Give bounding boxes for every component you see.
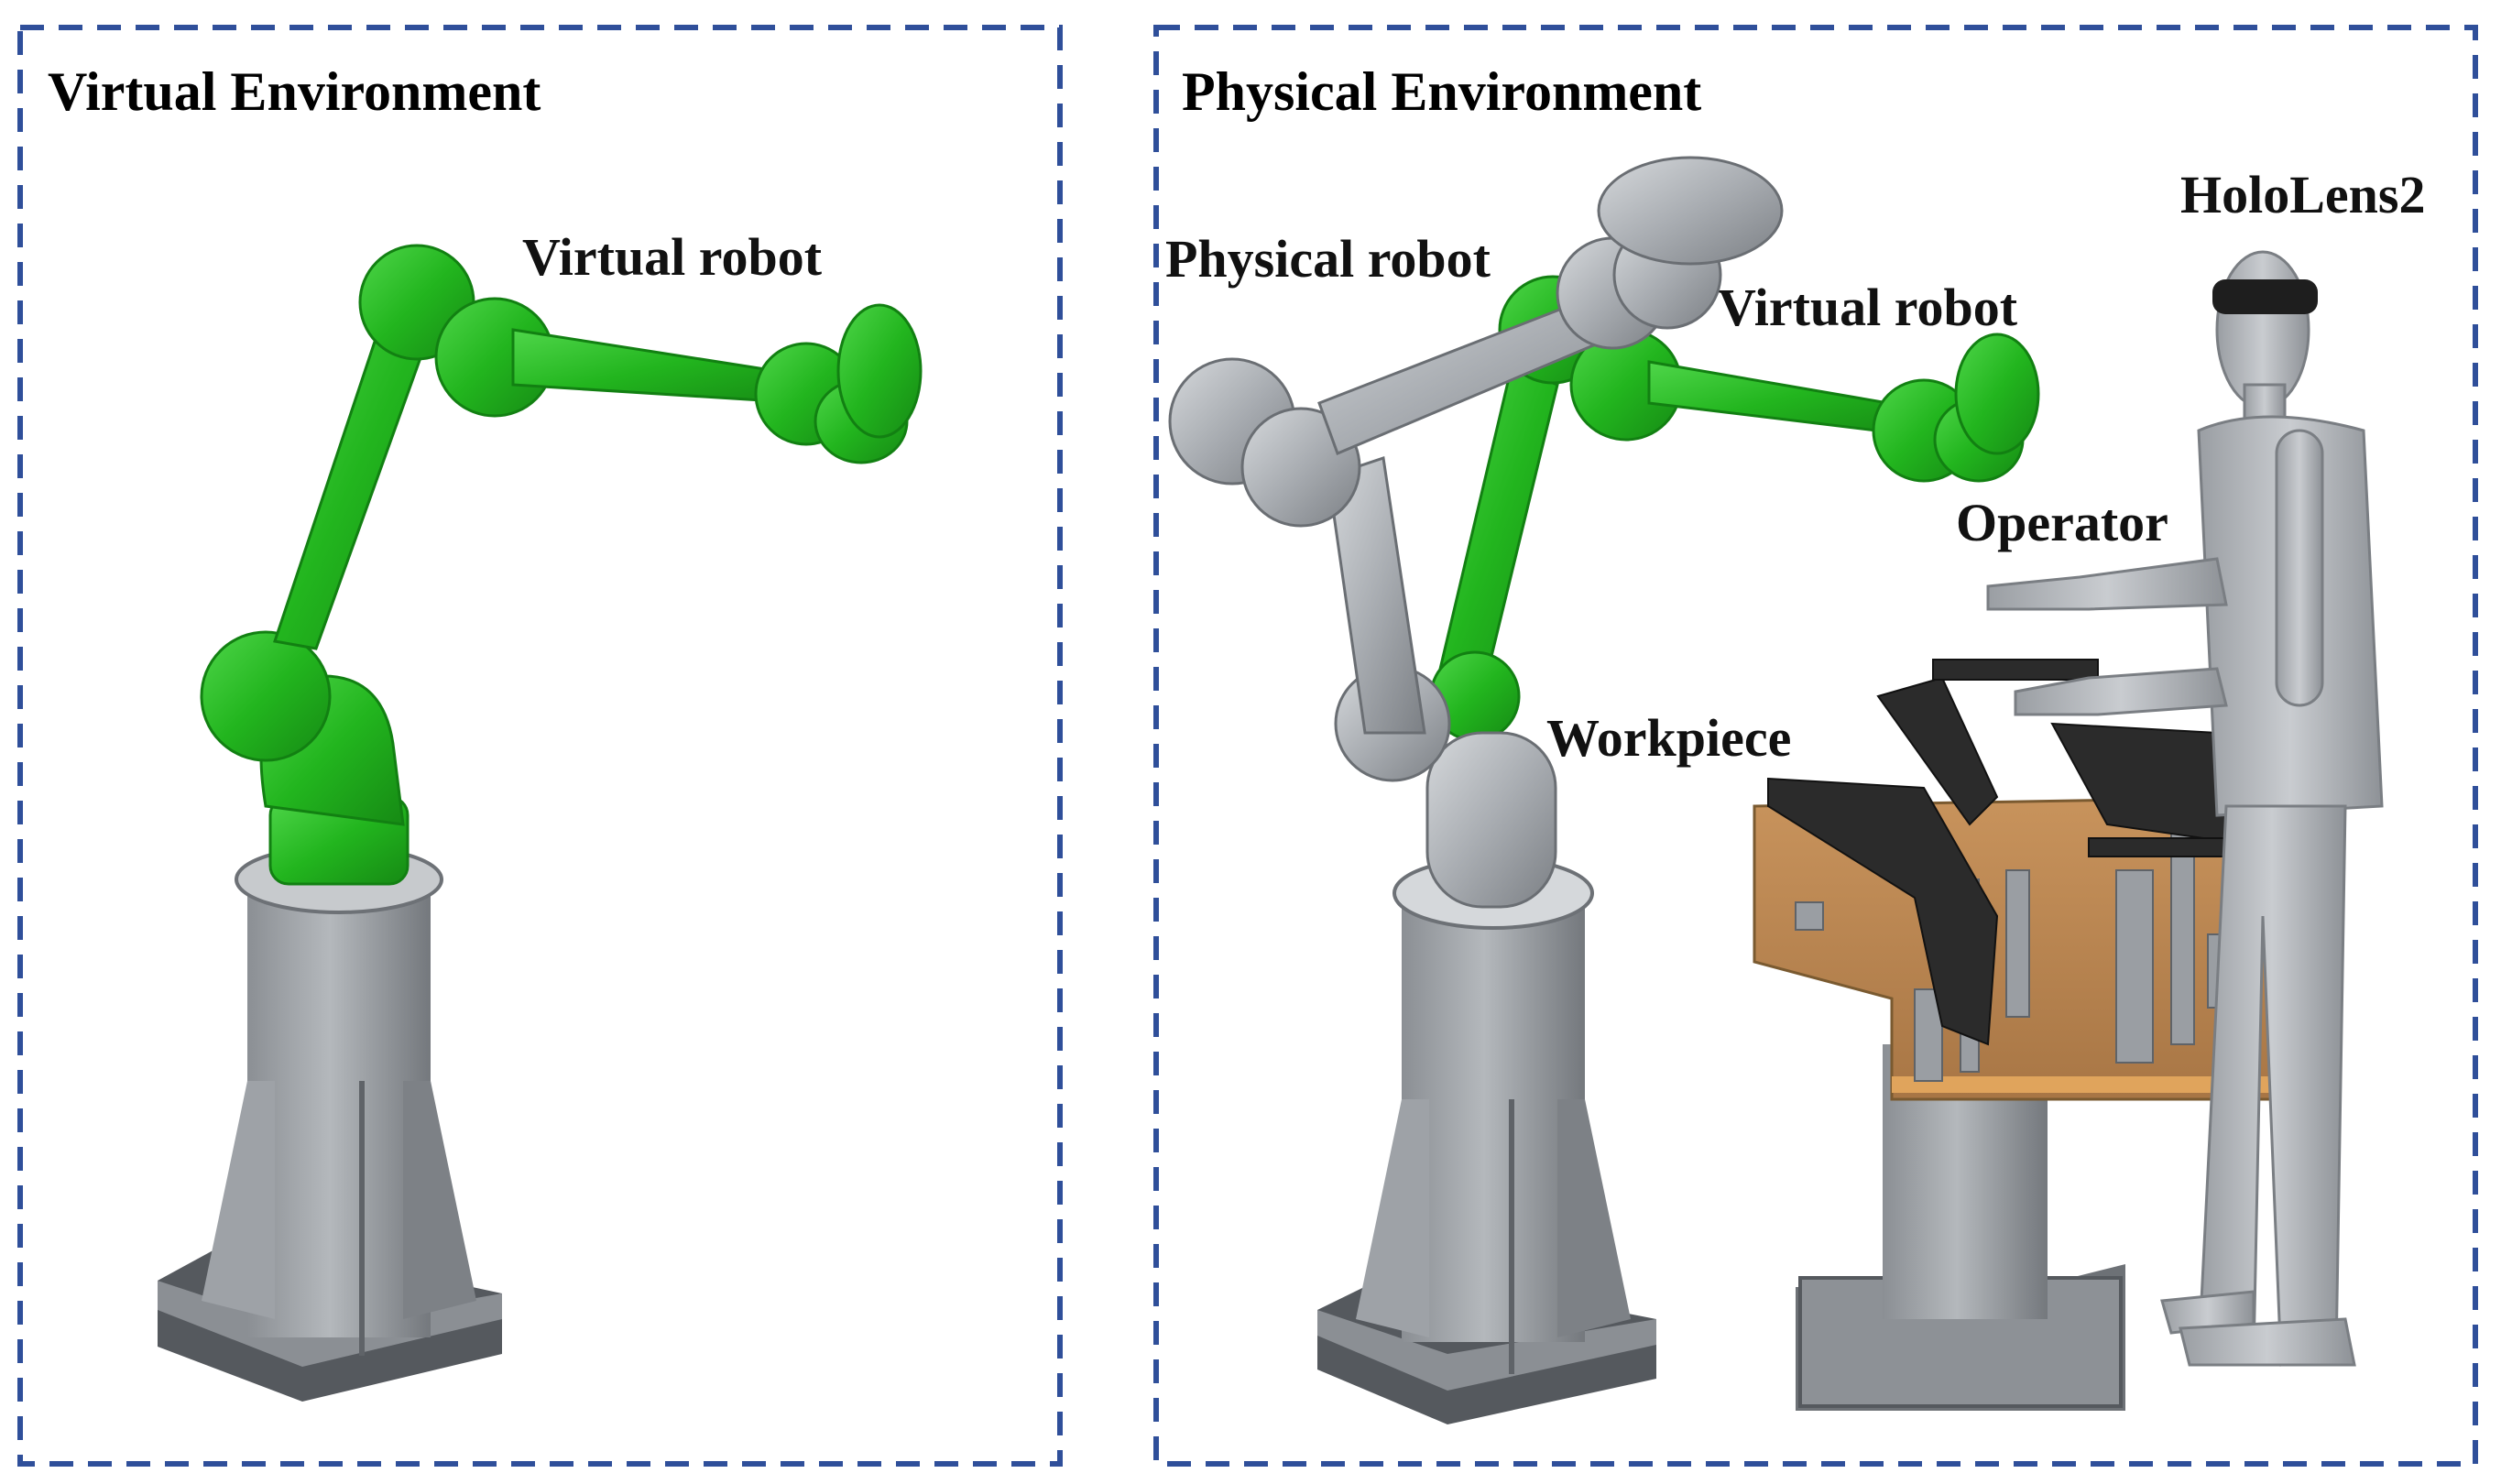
hololens-label: HoloLens2 <box>2180 165 2426 224</box>
workpiece <box>1767 659 2282 1046</box>
virtual-robot <box>200 244 923 886</box>
virtual-environment-panel: Virtual Environment Virtual robot <box>17 25 1063 1467</box>
physical-robot-label: Physical robot <box>1165 229 1491 289</box>
operator-label: Operator <box>1956 493 2168 552</box>
hololens-visor <box>2212 279 2318 314</box>
physical-scene-virtual-robot <box>1429 275 2040 742</box>
virtual-robot-label: Virtual robot <box>522 227 823 287</box>
virtual-panel-frame <box>17 25 1063 1467</box>
workpiece-label: Workpiece <box>1546 708 1791 768</box>
virtual-robot-label-physical: Virtual robot <box>1718 278 2018 337</box>
physical-panel-title: Physical Environment <box>1182 61 1701 122</box>
physical-robot <box>1168 156 1784 909</box>
physical-robot-pedestal <box>1317 857 1656 1424</box>
physical-panel-frame <box>1153 25 2478 1467</box>
virtual-panel-title: Virtual Environment <box>48 61 541 122</box>
physical-environment-panel: Physical Environment Virtual robot <box>1153 25 2478 1467</box>
virtual-robot-pedestal <box>158 845 502 1402</box>
